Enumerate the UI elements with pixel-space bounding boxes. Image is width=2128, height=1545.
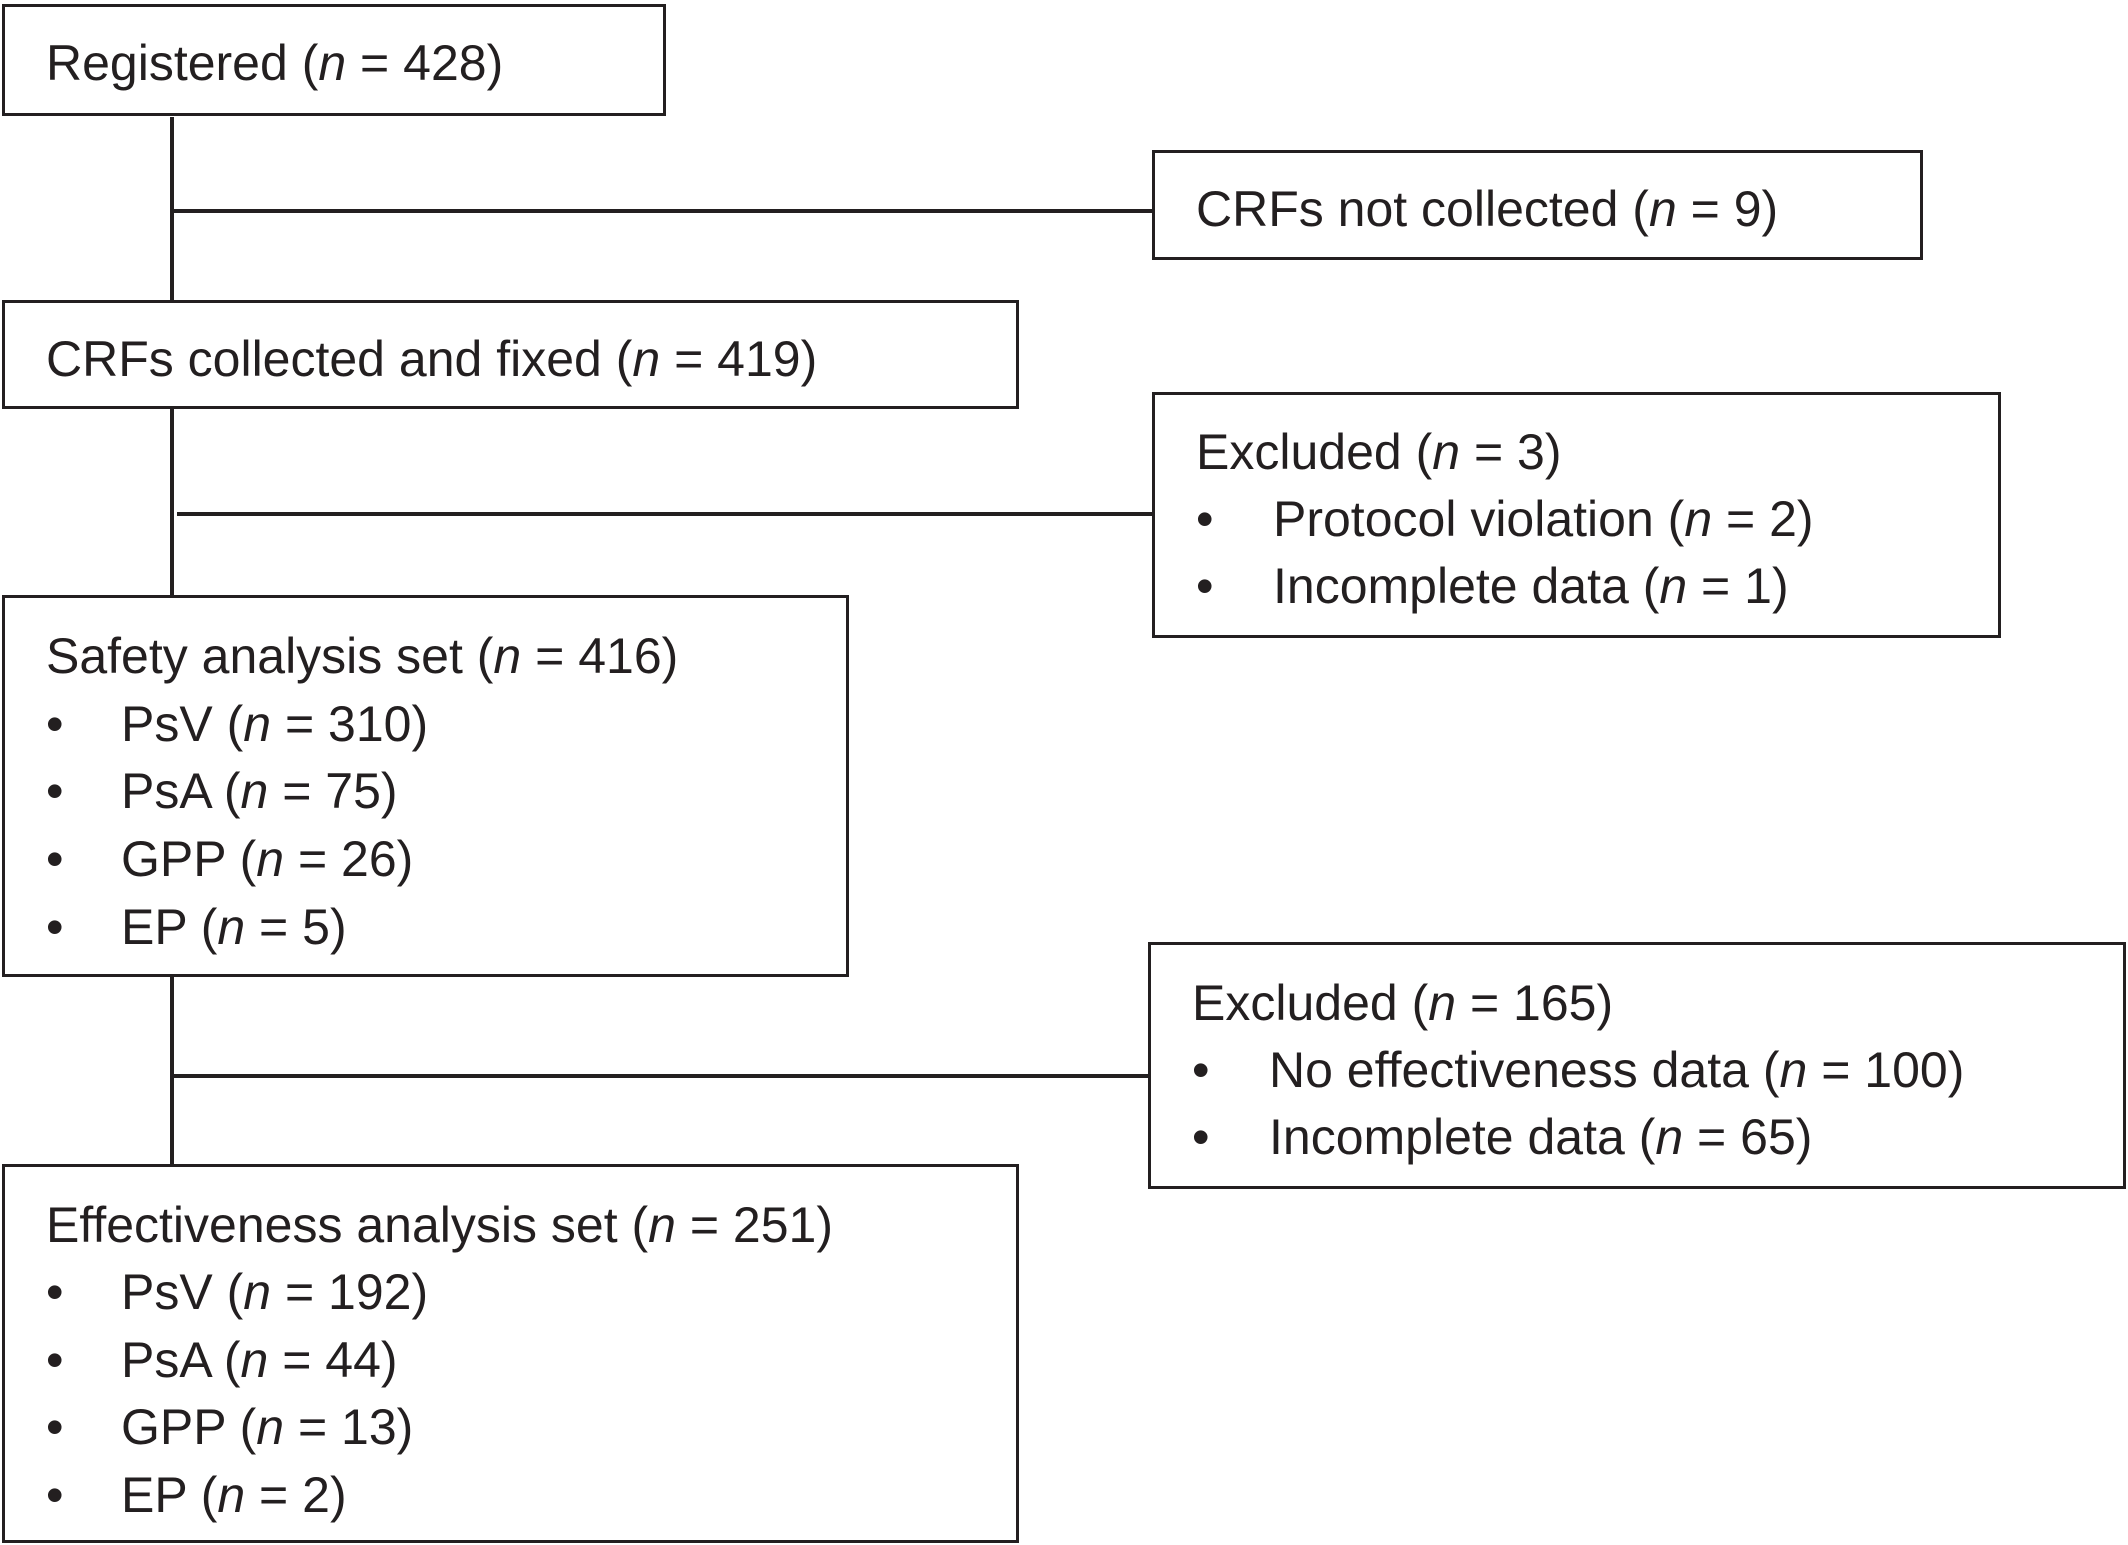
list-item: EP (n = 5)	[121, 899, 347, 955]
bullet-marker: •	[1196, 558, 1214, 614]
crfs-not-collected-text: CRFs not collected (n = 9)	[1196, 181, 1779, 237]
branch-line-crfs-not-collected	[170, 209, 1152, 213]
bullet-marker: •	[46, 1399, 64, 1455]
flow-line-crfs-to-safety	[170, 409, 174, 595]
list-item: PsA (n = 44)	[121, 1332, 398, 1388]
bullet-marker: •	[46, 1332, 64, 1388]
list-item: No effectiveness data (n = 100)	[1269, 1042, 1965, 1098]
list-item: Incomplete data (n = 65)	[1269, 1109, 1813, 1165]
list-item: PsV (n = 192)	[121, 1264, 429, 1320]
list-item: GPP (n = 26)	[121, 831, 414, 887]
crfs-collected-box: CRFs collected and fixed (n = 419)	[2, 300, 1019, 409]
flow-line-safety-to-effectiveness	[170, 977, 174, 1164]
list-item: PsA (n = 75)	[121, 763, 398, 819]
bullet-marker: •	[1196, 491, 1214, 547]
excluded-protocol-box: Excluded (n = 3) • Protocol violation (n…	[1152, 392, 2001, 638]
bullet-marker: •	[1192, 1042, 1210, 1098]
safety-analysis-heading: Safety analysis set (n = 416)	[46, 628, 679, 684]
registered-text: Registered (n = 428)	[46, 35, 504, 91]
bullet-marker: •	[46, 899, 64, 955]
excluded-effectiveness-heading: Excluded (n = 165)	[1192, 975, 1614, 1031]
list-item: GPP (n = 13)	[121, 1399, 414, 1455]
bullet-marker: •	[46, 696, 64, 752]
list-item: Incomplete data (n = 1)	[1273, 558, 1789, 614]
branch-line-excluded-1	[177, 512, 1152, 516]
flow-line-registered-to-crfs	[170, 117, 174, 300]
bullet-marker: •	[46, 1264, 64, 1320]
crfs-not-collected-box: CRFs not collected (n = 9)	[1152, 150, 1923, 260]
registered-box: Registered (n = 428)	[2, 4, 666, 116]
crfs-collected-text: CRFs collected and fixed (n = 419)	[46, 331, 818, 387]
effectiveness-analysis-box: Effectiveness analysis set (n = 251) • P…	[2, 1164, 1019, 1543]
bullet-marker: •	[1192, 1109, 1210, 1165]
safety-analysis-box: Safety analysis set (n = 416) • PsV (n =…	[2, 595, 849, 977]
branch-line-excluded-2	[170, 1074, 1148, 1078]
excluded-protocol-heading: Excluded (n = 3)	[1196, 424, 1562, 480]
excluded-effectiveness-box: Excluded (n = 165) • No effectiveness da…	[1148, 942, 2126, 1189]
effectiveness-analysis-heading: Effectiveness analysis set (n = 251)	[46, 1197, 834, 1253]
list-item: EP (n = 2)	[121, 1467, 347, 1523]
bullet-marker: •	[46, 763, 64, 819]
bullet-marker: •	[46, 1467, 64, 1523]
bullet-marker: •	[46, 831, 64, 887]
list-item: PsV (n = 310)	[121, 696, 429, 752]
list-item: Protocol violation (n = 2)	[1273, 491, 1814, 547]
